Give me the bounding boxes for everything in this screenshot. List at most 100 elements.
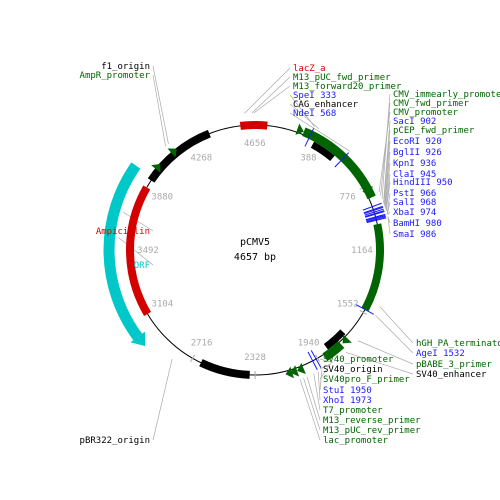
leader-line bbox=[385, 173, 391, 211]
restriction-site-mark bbox=[366, 216, 386, 223]
leader-line bbox=[313, 373, 321, 411]
leader-line bbox=[345, 352, 414, 375]
arrowhead bbox=[151, 163, 161, 173]
tick-label: 3104 bbox=[152, 300, 174, 310]
feature-arc bbox=[103, 162, 143, 341]
leader-line bbox=[387, 217, 391, 235]
leader-lines bbox=[118, 65, 414, 441]
arrowhead bbox=[290, 365, 300, 377]
tick-label: 2328 bbox=[244, 353, 266, 363]
feature-labels: lacZ_aM13_pUC_fwd_primerM13_forward20_pr… bbox=[80, 62, 500, 446]
leader-line bbox=[306, 376, 321, 421]
tick-label: 776 bbox=[340, 192, 356, 202]
feature-label: SV40_enhancer bbox=[416, 370, 487, 380]
feature-label: pBABE_3_primer bbox=[416, 360, 492, 370]
feature-arc bbox=[199, 359, 250, 379]
restriction-sites bbox=[304, 128, 387, 370]
feature-arc bbox=[239, 121, 256, 130]
arrowhead bbox=[342, 334, 352, 344]
feature-label: M13_forward20_primer bbox=[293, 82, 402, 92]
leader-line bbox=[253, 85, 291, 114]
feature-label: CMV_immearly_promoter bbox=[393, 90, 500, 100]
leader-line bbox=[319, 363, 332, 370]
tick-mark bbox=[315, 354, 320, 362]
leader-line bbox=[384, 140, 391, 206]
feature-arc bbox=[322, 341, 345, 361]
leader-line bbox=[152, 74, 166, 147]
leader-line bbox=[152, 65, 169, 144]
restriction-site-mark bbox=[355, 304, 374, 315]
tick-label: 1164 bbox=[351, 246, 373, 256]
tick-label: 388 bbox=[300, 153, 316, 163]
feature-label: Ampicillin bbox=[96, 227, 150, 237]
feature-label: ClaI 945 bbox=[393, 170, 436, 180]
plasmid-name: pCMV5 bbox=[240, 237, 270, 248]
feature-label: CAG_enhancer bbox=[293, 100, 359, 110]
feature-label: T7_promoter bbox=[323, 406, 383, 416]
arrowhead bbox=[167, 148, 177, 158]
feature-label: SmaI 986 bbox=[393, 230, 436, 240]
leader-line bbox=[381, 93, 391, 199]
arrowhead bbox=[285, 366, 294, 379]
feature-arc bbox=[254, 121, 268, 130]
restriction-site-mark bbox=[334, 152, 349, 168]
feature-label: AmpR_promoter bbox=[80, 71, 151, 81]
leader-line bbox=[383, 129, 391, 204]
feature-label: NdeI 568 bbox=[293, 109, 336, 119]
leader-line bbox=[378, 111, 391, 193]
leader-line bbox=[299, 379, 321, 441]
feature-label: KpnI 936 bbox=[393, 159, 436, 169]
leader-line bbox=[289, 112, 351, 152]
leader-line bbox=[319, 369, 323, 391]
feature-label: SV40_promoter bbox=[323, 355, 394, 365]
feature-label: M13_pUC_rev_primer bbox=[323, 426, 421, 436]
plasmid-size: 4657 bp bbox=[234, 252, 276, 263]
feature-label: hGH_PA_terminator bbox=[416, 339, 500, 349]
feature-label: ORF bbox=[134, 261, 150, 271]
leader-line bbox=[152, 359, 173, 441]
feature-arc bbox=[323, 329, 346, 350]
restriction-site-mark bbox=[365, 211, 385, 218]
restriction-site-mark bbox=[366, 217, 387, 224]
feature-label: lacZ_a bbox=[293, 64, 326, 74]
feature-label: M13_pUC_fwd_primer bbox=[293, 73, 391, 83]
arrowhead bbox=[295, 123, 304, 135]
feature-label: BglII 926 bbox=[393, 148, 442, 158]
tick-mark bbox=[359, 310, 367, 315]
feature-label: HindIII 950 bbox=[393, 178, 453, 188]
leader-line bbox=[317, 371, 321, 401]
tick-label: 4656 bbox=[244, 139, 266, 149]
arrowhead bbox=[362, 185, 373, 195]
feature-label: SpeI 333 bbox=[293, 91, 336, 101]
feature-label: pBR322_origin bbox=[80, 436, 150, 446]
arrowhead bbox=[297, 362, 306, 374]
feature-label: BamHI 980 bbox=[393, 219, 442, 229]
leader-line bbox=[289, 103, 320, 130]
feature-label: XhoI 1973 bbox=[323, 396, 372, 406]
feature-arc bbox=[310, 141, 335, 162]
feature-label: pCEP_fwd_primer bbox=[393, 126, 475, 136]
tick-marks: 3887761164155219402328271631043492388042… bbox=[125, 120, 385, 380]
leader-line bbox=[387, 211, 391, 216]
leader-line bbox=[385, 181, 391, 211]
leader-line bbox=[375, 314, 414, 354]
feature-label: EcoRI 920 bbox=[393, 137, 442, 147]
feature-arc bbox=[147, 129, 211, 183]
feature-label: CMV_promoter bbox=[393, 108, 459, 118]
leader-line bbox=[379, 306, 414, 344]
tick-label: 4268 bbox=[191, 153, 213, 163]
restriction-site-mark bbox=[365, 214, 386, 221]
leader-line bbox=[380, 102, 391, 196]
leader-line bbox=[383, 120, 391, 203]
feature-label: f1_origin bbox=[101, 62, 150, 72]
feature-label: SV40_origin bbox=[323, 365, 383, 375]
feature-arc bbox=[126, 185, 152, 316]
tick-label: 1940 bbox=[298, 339, 320, 349]
leader-line bbox=[386, 201, 391, 215]
feature-label: SalI 968 bbox=[393, 198, 436, 208]
tick-label: 1552 bbox=[337, 299, 359, 309]
restriction-site-mark bbox=[362, 202, 382, 211]
leader-line bbox=[244, 67, 291, 114]
tick-label: 2716 bbox=[191, 339, 213, 349]
